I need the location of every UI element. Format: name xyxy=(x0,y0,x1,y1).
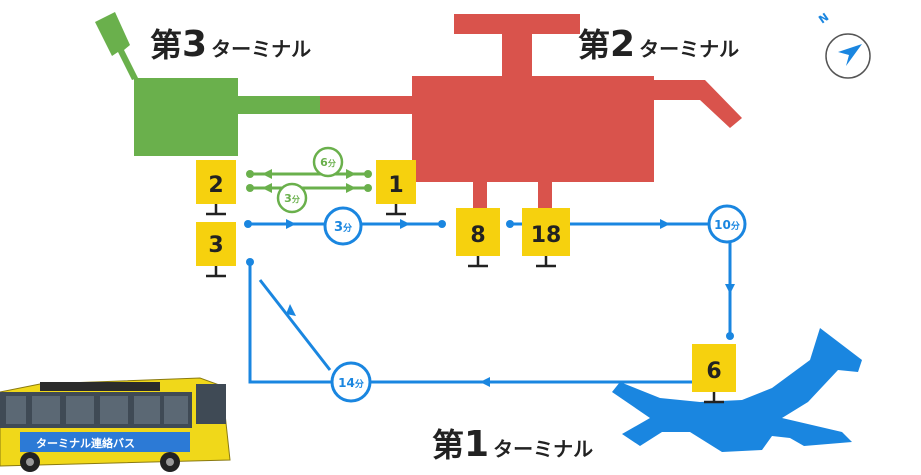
svg-text:1: 1 xyxy=(388,173,403,198)
time-bubble-blue-top: 3分 xyxy=(323,206,363,246)
svg-text:3: 3 xyxy=(208,233,223,258)
bus-stop-1[interactable]: 1 xyxy=(376,160,416,216)
time-bubble-green-bottom: 3分 xyxy=(276,182,308,214)
bus-illustration: ターミナル連絡バス xyxy=(0,377,231,472)
time-bubble-blue-right: 10分 xyxy=(707,204,747,244)
svg-text:ターミナル連絡バス: ターミナル連絡バス xyxy=(36,436,135,450)
svg-text:8: 8 xyxy=(470,223,485,248)
svg-text:3分: 3分 xyxy=(284,192,300,205)
terminal-2-building xyxy=(320,14,742,210)
svg-text:2: 2 xyxy=(208,173,223,198)
svg-text:10分: 10分 xyxy=(714,218,740,232)
bus-stop-6[interactable]: 6 xyxy=(692,344,736,404)
bus-stop-3[interactable]: 3 xyxy=(196,222,236,278)
compass-icon: N xyxy=(816,11,871,79)
bus-stop-8[interactable]: 8 xyxy=(456,208,500,268)
time-bubble-green-top: 6分 xyxy=(312,146,344,178)
svg-text:18: 18 xyxy=(531,223,562,248)
svg-text:6分: 6分 xyxy=(320,156,336,169)
svg-text:3分: 3分 xyxy=(334,220,352,235)
blue-route-diagonal xyxy=(258,279,332,371)
svg-text:14分: 14分 xyxy=(338,376,364,390)
green-route xyxy=(246,169,372,193)
time-bubble-blue-bottom: 14分 xyxy=(330,361,372,403)
terminal-3-building xyxy=(95,12,322,156)
terminal-1-building xyxy=(612,328,862,452)
bus-stop-18[interactable]: 18 xyxy=(522,208,570,268)
svg-text:6: 6 xyxy=(706,359,721,384)
svg-text:N: N xyxy=(816,11,831,27)
bus-stop-2[interactable]: 2 xyxy=(196,160,236,216)
